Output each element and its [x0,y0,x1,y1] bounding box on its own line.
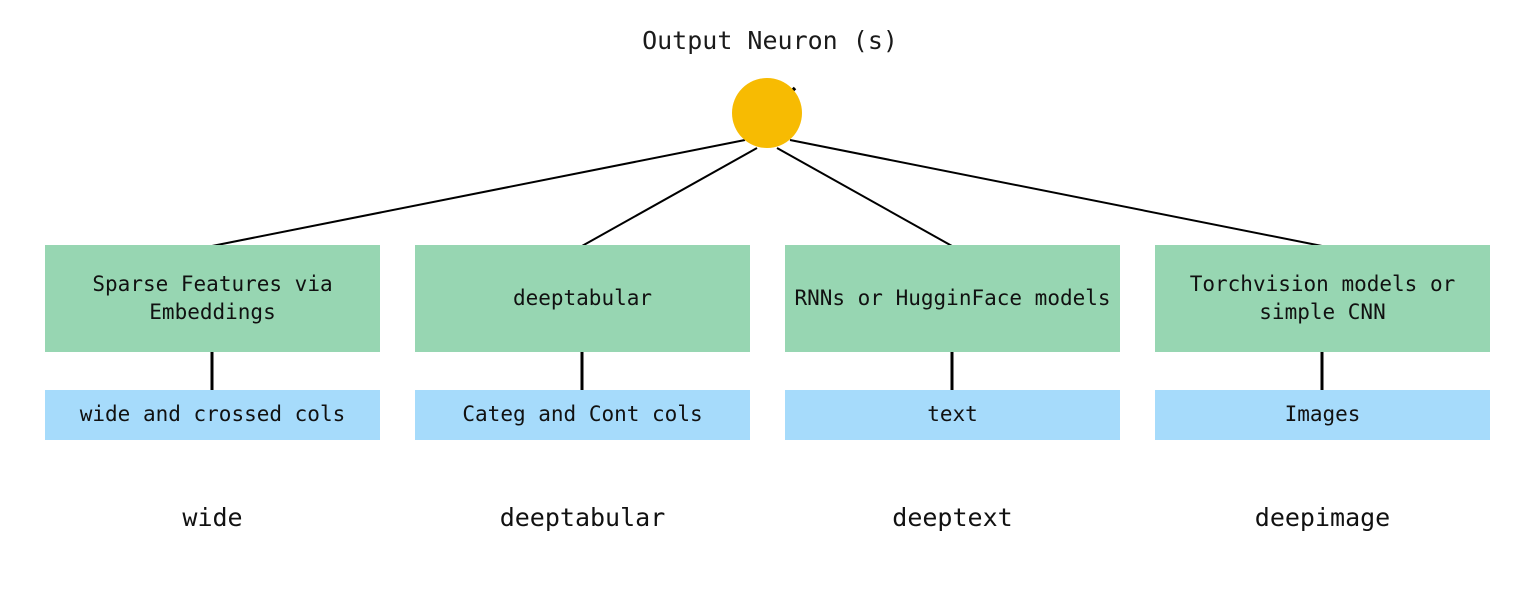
page-title: Output Neuron (s) [642,26,898,55]
model-box-deeptext: RNNs or HugginFace models [785,245,1120,352]
edge-neuron-to-wide [211,139,746,247]
data-box-wide: wide and crossed cols [45,390,380,440]
output-neuron [732,78,802,148]
component-label-deeptabular: deeptabular [499,503,666,532]
component-label-deepimage: deepimage [1254,503,1391,532]
data-box-deeptabular: Categ and Cont cols [415,390,750,440]
model-box-wide: Sparse Features via Embeddings [45,245,380,352]
data-box-deeptext: text [785,390,1120,440]
data-box-deepimage: Images [1155,390,1490,440]
model-box-deeptabular: deeptabular [415,245,750,352]
model-box-deepimage: Torchvision models or simple CNN [1155,245,1490,352]
component-label-wide: wide [182,503,243,532]
edge-neuron-to-deeptext [776,147,953,247]
edge-neuron-to-deepimage [789,139,1323,247]
edge-neuron-to-deeptabular [581,147,758,247]
component-label-deeptext: deeptext [892,503,1013,532]
